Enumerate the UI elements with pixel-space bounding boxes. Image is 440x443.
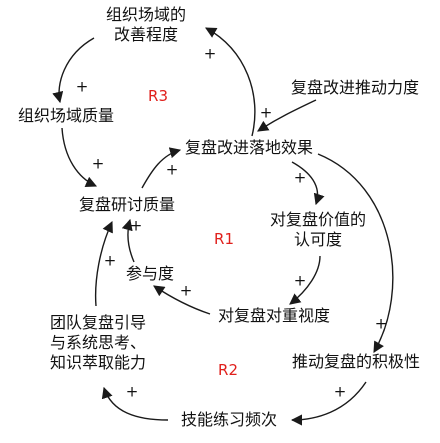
node-review-effect: 复盘改进落地效果 xyxy=(184,138,314,157)
node-org-quality: 组织场域质量 xyxy=(17,106,115,125)
link-org-quality-to-review-quality xyxy=(61,127,98,188)
node-value-recog: 对复盘价值的 认可度 xyxy=(270,210,366,250)
link-value-recog-to-importance xyxy=(289,255,321,305)
node-org-improve-line1: 组织场域的 xyxy=(105,5,187,24)
polarity-sign: + xyxy=(125,382,139,401)
node-team-ability: 团队复盘引导 与系统思考、 知识萃取能力 xyxy=(50,313,146,373)
polarity-sign: + xyxy=(203,44,217,63)
node-value-recog-line1: 对复盘价值的 xyxy=(269,210,367,229)
link-review-effect-to-value-recog xyxy=(291,161,325,206)
link-review-effect-to-enthusiasm xyxy=(317,153,394,353)
link-review-quality-to-review-effect xyxy=(141,147,182,189)
link-review-effect-to-org-improve xyxy=(205,27,256,137)
node-org-improve-line2: 改善程度 xyxy=(113,25,179,44)
polarity-sign: + xyxy=(333,382,347,401)
node-review-quality: 复盘研讨质量 xyxy=(78,195,176,214)
link-push-force-to-review-effect xyxy=(257,99,317,132)
link-team-ability-to-review-quality xyxy=(94,220,113,307)
polarity-sign: + xyxy=(103,251,117,270)
link-importance-to-participation xyxy=(153,285,211,315)
node-importance: 对复盘对重视度 xyxy=(217,306,331,325)
polarity-sign: + xyxy=(374,314,388,333)
link-practice-to-team-ability xyxy=(101,386,169,421)
polarity-sign: + xyxy=(259,103,273,122)
node-participation: 参与度 xyxy=(125,264,175,283)
loop-label-r3: R3 xyxy=(148,87,168,105)
link-enthusiasm-to-practice xyxy=(290,381,367,426)
polarity-sign: + xyxy=(293,168,307,187)
link-participation-to-review-quality xyxy=(121,218,135,263)
polarity-sign: + xyxy=(91,154,105,173)
node-push-force: 复盘改进推动力度 xyxy=(290,78,420,97)
polarity-sign: + xyxy=(179,281,193,300)
node-org-improve: 组织场域的 改善程度 xyxy=(106,5,186,45)
node-team-ability-line3: 知识萃取能力 xyxy=(49,353,147,372)
node-practice: 技能练习频次 xyxy=(180,410,278,429)
node-enthusiasm: 推动复盘的积极性 xyxy=(291,352,421,371)
polarity-sign: + xyxy=(165,160,179,179)
loop-label-r1: R1 xyxy=(214,230,234,248)
node-team-ability-line1: 团队复盘引导 xyxy=(49,313,147,332)
polarity-sign: + xyxy=(293,271,307,290)
polarity-sign: + xyxy=(75,77,89,96)
link-org-improve-to-org-quality xyxy=(52,37,95,104)
polarity-sign: + xyxy=(129,216,143,235)
node-team-ability-line2: 与系统思考、 xyxy=(49,333,147,352)
node-value-recog-line2: 认可度 xyxy=(293,230,343,249)
loop-label-r2: R2 xyxy=(218,361,238,379)
